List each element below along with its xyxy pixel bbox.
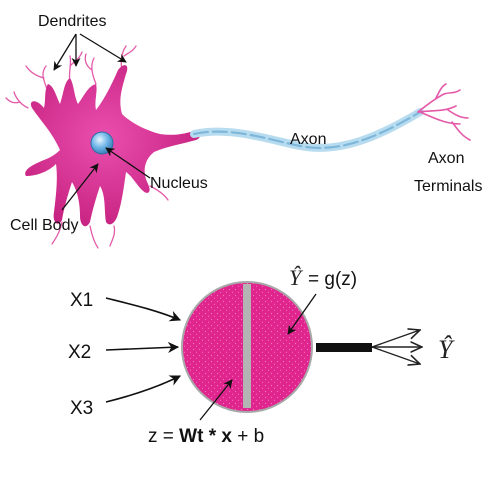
nucleus-pointer-arrow — [105, 147, 151, 179]
output-yhat-symbol: Ŷ — [438, 335, 455, 364]
neuron-illustration — [5, 45, 471, 249]
input-arrow-x3 — [105, 375, 182, 403]
output-connector — [316, 343, 372, 352]
input-label-x3: X3 — [70, 398, 93, 419]
output-arrows — [371, 330, 422, 364]
input-label-x2: X2 — [68, 342, 91, 363]
cell-body-pointer-arrow — [61, 163, 99, 211]
axon-label: Axon — [290, 131, 326, 148]
axon-shape — [190, 108, 424, 152]
dendrite-pointer-arrows — [53, 33, 127, 71]
formula-weights: Wt — [179, 426, 204, 447]
cell-body-label: Cell Body — [10, 217, 78, 234]
activation-function-text: = g(z) — [308, 269, 357, 290]
dendrite-branches — [5, 45, 169, 249]
formula-pointer-arrow — [199, 379, 233, 421]
perceptron-divider — [243, 284, 251, 408]
formula-inputs: x — [221, 426, 232, 447]
axon-terminals-label-line2: Terminals — [414, 178, 482, 195]
nucleus-label: Nucleus — [150, 175, 208, 192]
activation-label: Ŷ = g(z) — [289, 265, 357, 290]
axon-terminals-label-line1: Axon — [428, 150, 464, 167]
weighted-sum-formula: z = Wt * x + b — [148, 426, 264, 447]
activation-pointer-arrow — [287, 293, 317, 335]
input-arrows — [105, 297, 182, 403]
formula-suffix: + b — [232, 426, 264, 447]
input-label-x1: X1 — [70, 290, 93, 311]
axon-terminals-shape — [417, 83, 471, 141]
input-arrow-x2 — [105, 341, 180, 354]
activation-yhat-symbol: Ŷ — [289, 265, 304, 290]
perceptron-unit — [181, 281, 313, 413]
formula-operator: * — [203, 426, 221, 447]
input-arrow-x1 — [105, 297, 182, 322]
formula-prefix: z = — [148, 426, 179, 447]
dendrites-label: Dendrites — [38, 13, 106, 30]
